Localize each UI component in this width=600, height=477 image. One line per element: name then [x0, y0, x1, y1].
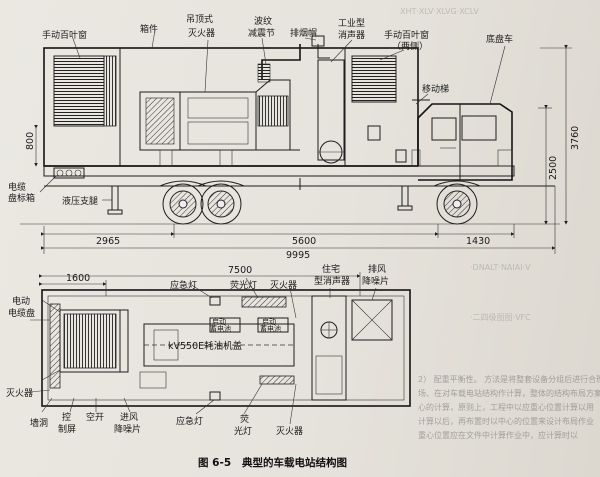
fluorescent-bottom	[259, 375, 295, 385]
truck-cab	[417, 103, 513, 181]
label-emergency-light-bottom: 应急灯	[176, 415, 203, 427]
dim-9995: 9995	[286, 250, 310, 261]
dim-1600: 1600	[66, 273, 90, 284]
body-text-line-5: 重心位置应在文件中计算作业中，应计算时以	[418, 430, 578, 440]
label-cable-coil-2: 盘标箱	[8, 192, 35, 204]
body-text-line-4: 计算以后，再布置时以中心的位置来设计布局作业	[418, 416, 594, 426]
label-box: 箱件	[140, 23, 158, 35]
label-start-battery-left-1: 启动	[212, 317, 226, 326]
label-generator: kV550E耗油机盖	[168, 340, 243, 352]
label-chassis: 底盘车	[486, 33, 513, 45]
body-text: 2） 配重平衡性。 方法是将整套设备分组后进行合理的布局，以确保 场、在对车载电…	[418, 374, 600, 440]
label-muffler-1: 工业型	[338, 18, 365, 29]
wheels	[159, 180, 481, 225]
side-view	[20, 29, 572, 254]
body-text-line-3: 心的计算，原则上，工程中以应重心位置计算以用	[418, 402, 594, 412]
fluorescent-top	[241, 296, 287, 308]
label-louver-left: 手动百叶窗	[42, 29, 87, 41]
body-text-line-2: 场、在对车载电站结构作计算，整体的结构布局方案计算	[418, 388, 600, 398]
label-intake-vent-2: 降噪片	[114, 423, 141, 435]
label-muffler-2: 消声器	[338, 29, 365, 41]
label-exhaust-vent-2: 降噪片	[362, 275, 389, 287]
label-residential-muffler-1: 住宅	[322, 263, 340, 275]
svg-text:·二四级图图·VFC: ·二四级图图·VFC	[470, 312, 531, 322]
label-start-battery-left-2: 蓄电池	[210, 324, 231, 333]
dim-5600: 5600	[292, 236, 316, 247]
muffler-plan	[311, 295, 347, 401]
label-start-battery-right-1: 启动	[262, 317, 276, 326]
label-louver-right-1: 手动百叶窗	[384, 29, 429, 41]
label-jack: 液压支腿	[62, 195, 98, 207]
label-bellows-1: 波纹	[254, 15, 272, 27]
label-cable-coil-1: 电缆	[8, 181, 26, 193]
label-fluorescent-bottom-2: 光灯	[234, 425, 252, 437]
dimension-lines	[34, 45, 572, 254]
label-intake-vent-1: 进风	[120, 412, 138, 423]
label-start-battery-right-2: 蓄电池	[260, 324, 281, 333]
dim-3760: 3760	[570, 126, 581, 150]
louver-right	[351, 55, 397, 103]
label-extinguisher-bottom: 灭火器	[276, 426, 303, 437]
label-extinguisher-top: 灭火器	[270, 280, 297, 291]
battery-right	[257, 317, 289, 333]
label-cable-reel-1: 电动	[12, 295, 30, 307]
generator-set	[139, 79, 300, 167]
dim-2965: 2965	[96, 236, 120, 247]
chassis-frame	[43, 165, 515, 177]
label-fluorescent-top: 荧光灯	[230, 279, 257, 291]
label-ladder: 移动梯	[422, 83, 449, 95]
label-bellows-2: 减震节	[248, 27, 275, 39]
label-control-panel-2: 制屏	[58, 423, 76, 435]
plan-outline	[41, 289, 411, 407]
label-residential-muffler-2: 型消声器	[314, 275, 350, 287]
label-extinguisher-left: 灭火器	[6, 388, 33, 399]
dim-800: 800	[25, 132, 36, 150]
label-switch: 空开	[86, 411, 104, 423]
label-cable-reel-2: 电缆盘	[8, 307, 35, 319]
label-control-panel-1: 控	[62, 411, 71, 423]
label-exhaust-pipe: 排烟帽	[290, 27, 317, 39]
plan-view	[29, 272, 411, 425]
label-crane-extinguisher-1: 吊顶式	[186, 13, 213, 25]
dim-1430: 1430	[466, 236, 490, 247]
figure-caption-text: 典型的车载电站结构图	[242, 456, 347, 469]
louver-left	[53, 55, 105, 127]
svg-text:·DNALT·NAIAI·V: ·DNALT·NAIAI·V	[470, 263, 531, 272]
label-wall-fan: 墙洞	[30, 417, 48, 429]
body-text-line-1: 2） 配重平衡性。 方法是将整套设备分组后进行合理的布局，以确保	[418, 374, 600, 384]
battery-left	[209, 317, 241, 333]
label-emergency-light-top: 应急灯	[170, 279, 197, 291]
background-text: XHT·XLV·XLVG·XCLV ·DNALT·NAIAI·V ·二四级图图·…	[400, 7, 531, 322]
svg-text:XHT·XLV·XLVG·XCLV: XHT·XLV·XLVG·XCLV	[400, 7, 479, 16]
muffler	[317, 59, 345, 161]
figure-caption-number: 图 6-5	[198, 457, 231, 469]
label-crane-extinguisher-2: 灭火器	[188, 28, 215, 39]
dim-2500: 2500	[548, 156, 559, 180]
label-fluorescent-bottom-1: 荧	[240, 413, 249, 425]
label-exhaust-vent-1: 排风	[368, 263, 386, 275]
label-louver-right-2: （两侧）	[392, 40, 428, 52]
dim-7500: 7500	[228, 265, 252, 276]
